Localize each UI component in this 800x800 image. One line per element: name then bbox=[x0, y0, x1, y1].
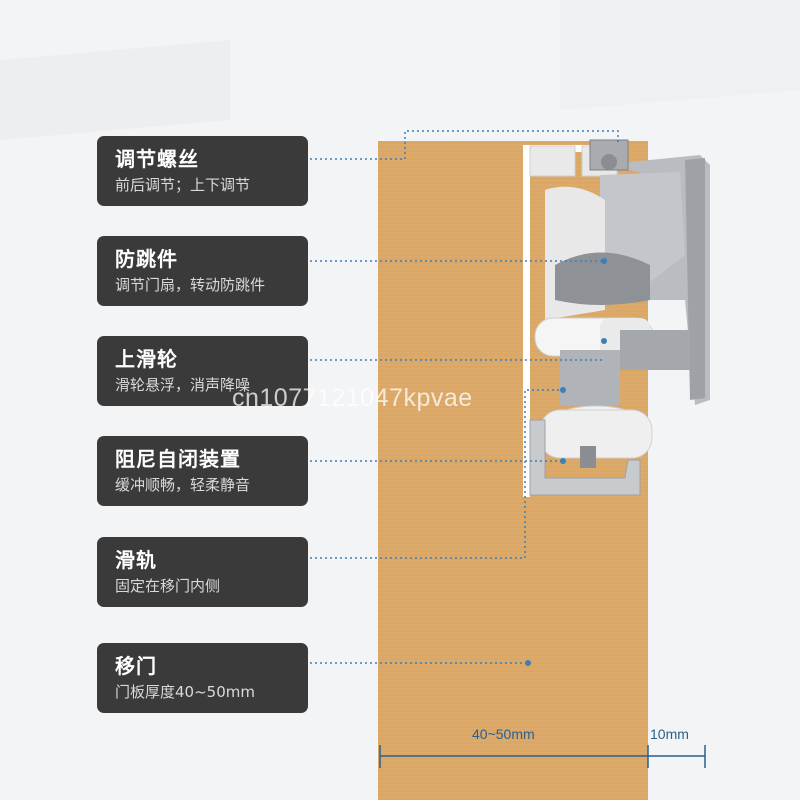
anti-jump-piece bbox=[545, 172, 685, 320]
label-subtitle: 前后调节；上下调节 bbox=[115, 176, 251, 194]
leader-lines bbox=[310, 130, 619, 664]
label-card-upper-pulley: 上滑轮 滑轮悬浮，消声降噪 bbox=[97, 336, 308, 406]
label-subtitle: 调节门扇，转动防跳件 bbox=[115, 276, 266, 294]
upper-pulley bbox=[534, 317, 690, 370]
bottom-track bbox=[529, 419, 641, 496]
dimension-lines bbox=[379, 745, 706, 768]
damper-pulley bbox=[539, 350, 653, 468]
label-title: 防跳件 bbox=[115, 247, 178, 271]
label-subtitle: 滑轮悬浮，消声降噪 bbox=[115, 376, 251, 394]
label-subtitle: 固定在移门内侧 bbox=[115, 577, 221, 595]
label-card-door: 移门 门板厚度40~50mm bbox=[97, 643, 308, 713]
label-title: 上滑轮 bbox=[115, 347, 178, 371]
label-title: 滑轨 bbox=[115, 548, 157, 572]
label-title: 调节螺丝 bbox=[115, 147, 199, 171]
dimension-gap: 10mm bbox=[650, 726, 689, 742]
label-title: 移门 bbox=[115, 654, 157, 678]
leader-dots bbox=[525, 258, 607, 666]
adjusting-screw bbox=[589, 139, 629, 171]
label-title: 阻尼自闭装置 bbox=[115, 447, 241, 471]
label-card-adjusting-screw: 调节螺丝 前后调节；上下调节 bbox=[97, 136, 308, 206]
label-card-damper: 阻尼自闭装置 缓冲顺畅，轻柔静音 bbox=[97, 436, 308, 506]
label-card-rail: 滑轨 固定在移门内侧 bbox=[97, 537, 308, 607]
label-subtitle: 门板厚度40~50mm bbox=[115, 683, 255, 701]
label-card-anti-jump: 防跳件 调节门扇，转动防跳件 bbox=[97, 236, 308, 306]
label-subtitle: 缓冲顺畅，轻柔静音 bbox=[115, 476, 251, 494]
watermark-text: cn1077121047kpvae bbox=[232, 384, 473, 412]
leader-line-adjusting-screw bbox=[310, 130, 619, 160]
leader-line-rail bbox=[310, 389, 563, 559]
dimension-door-thickness: 40~50mm bbox=[472, 726, 535, 742]
